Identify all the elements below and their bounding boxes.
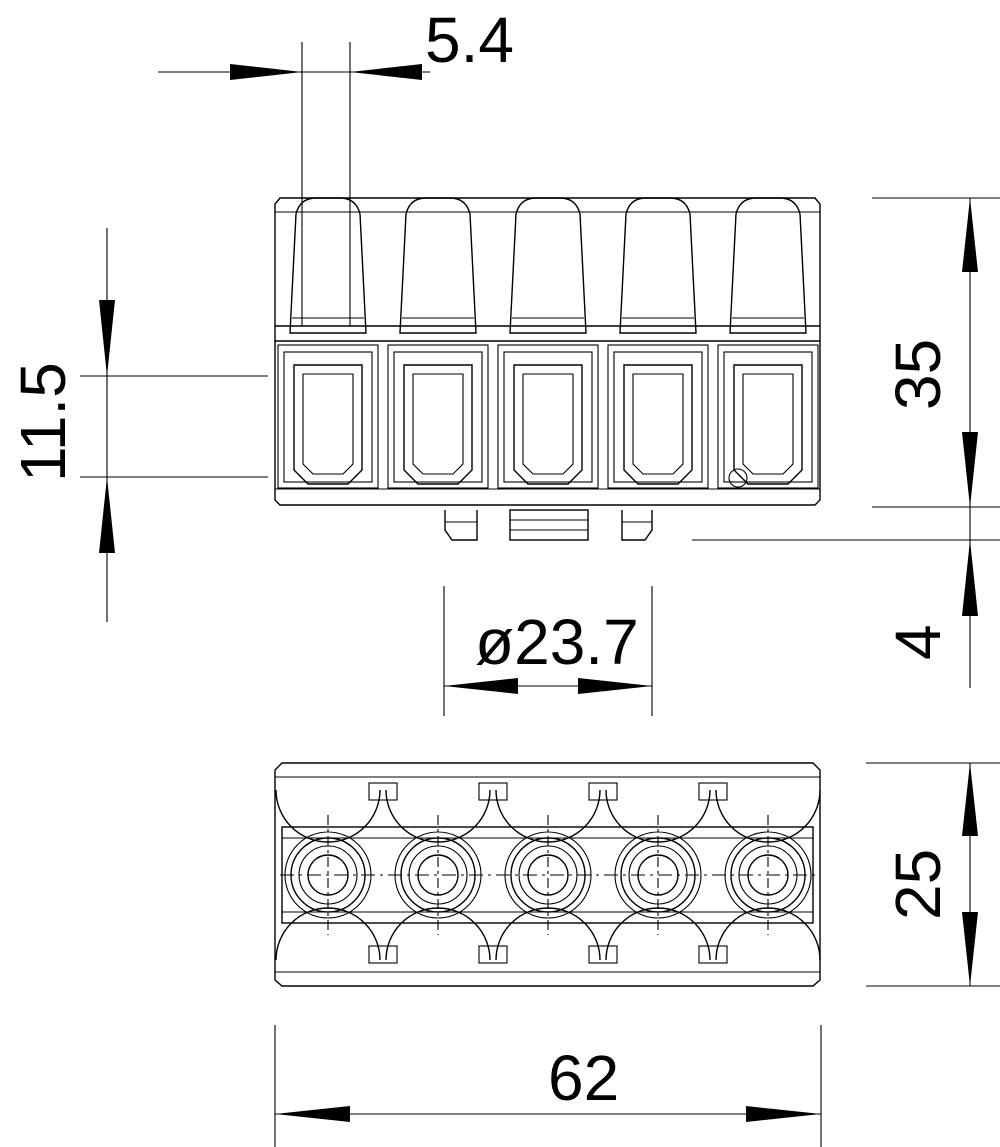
lever-group	[289, 197, 807, 334]
clamp-frame-5	[717, 344, 819, 489]
dim-label-top-width: 5.4	[425, 4, 514, 76]
clamp-frame-2	[387, 344, 489, 489]
bottom-view	[274, 762, 821, 987]
lever-5	[729, 197, 807, 334]
dimension-lower-right: 4	[692, 507, 1000, 688]
dim-label-left-height: 11.5	[7, 362, 79, 482]
clamp-frame-4	[607, 344, 709, 489]
dimension-left-height: 11.5	[7, 228, 268, 622]
dimension-diameter: ø23.7	[443, 586, 653, 716]
lever-2	[399, 197, 477, 334]
clamp-window-2	[403, 364, 473, 485]
clamp-group	[277, 344, 819, 489]
dim-label-lower-right: 4	[882, 624, 954, 660]
lever-3	[509, 197, 587, 334]
clamp-window-1	[293, 364, 363, 485]
clamp-frame-3	[497, 344, 599, 489]
dimension-overall-width: 62	[274, 1025, 822, 1147]
lever-1	[289, 197, 367, 334]
dim-label-bottom-height: 25	[882, 849, 954, 920]
dim-label-diameter: ø23.7	[475, 606, 639, 678]
clamp-window-3	[513, 364, 583, 485]
front-view	[274, 197, 821, 541]
clamp-window-4	[623, 364, 693, 485]
clamp-frame-1	[277, 344, 379, 489]
dimension-bottom-height: 25	[866, 762, 1000, 987]
dim-label-right-height: 35	[882, 339, 954, 410]
dim-label-overall-width: 62	[548, 1042, 619, 1114]
lever-4	[619, 197, 697, 334]
clamp-window-5	[733, 364, 803, 485]
dimension-top-width: 5.4	[158, 4, 514, 326]
dimension-right-height: 35	[872, 197, 1000, 508]
